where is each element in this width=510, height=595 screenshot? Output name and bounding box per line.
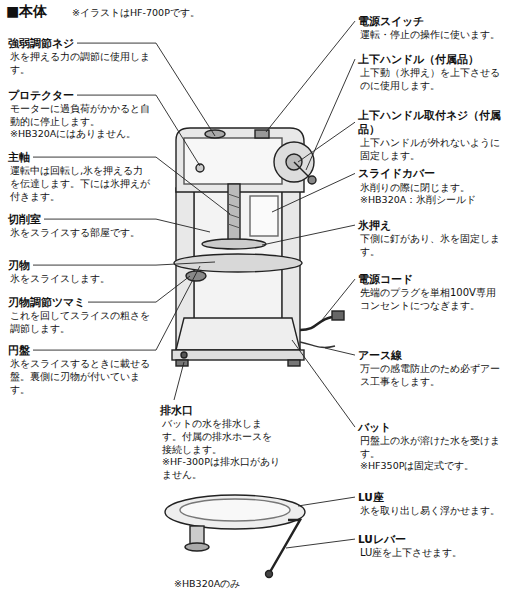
part-description: モーターに過負荷がかかると自動的に停止します。 [8, 102, 150, 128]
leader-line [322, 279, 355, 320]
part-name: 主軸 [8, 150, 30, 164]
callout: プロテクターモーターに過負荷がかかると自動的に停止します。※HB320Aにはあり… [8, 88, 150, 141]
callout: 上下ハンドル（付属品）上下動（氷押え）を上下させるのに使用します。 [358, 52, 504, 92]
part-description: 先端のプラグを単相100V専用コンセントにつなぎます。 [358, 286, 504, 312]
part-description: 氷をスライスする部屋です。 [8, 226, 150, 239]
part-name: 強弱調節ネジ [8, 36, 74, 50]
leader-line [266, 21, 355, 132]
callout: スライドカバー氷削りの際に閉じます。※HB320A：氷削シールド [358, 166, 504, 206]
model-note: ※HB320Aにはありません。 [8, 128, 150, 140]
model-note: ※HB320A：氷削シールド [358, 194, 504, 206]
leader-line [272, 173, 355, 212]
part-name: 刃物 [8, 258, 30, 272]
part-description: バットの水を排水します。付属の排水ホースを接続します。 [160, 417, 280, 456]
leader-line [325, 348, 355, 355]
part-description: 氷を押える力の調節に使用します。 [8, 50, 150, 76]
part-description: 下側に釘があり、氷を固定します。 [358, 232, 504, 258]
model-note: ※HF-300Pは排水口がありません。 [160, 456, 280, 481]
leader-line [174, 362, 184, 400]
callout: 電源コード先端のプラグを単相100V専用コンセントにつなぎます。 [358, 272, 504, 312]
callout: 円盤氷をスライスするときに載せる盤。裏側に刃物が付いています。 [8, 343, 150, 396]
model-note: ※イラストはHF-700Pです。 [70, 7, 230, 19]
leader-line [306, 59, 355, 170]
leader-line [286, 539, 355, 548]
callout: ※イラストはHF-700Pです。 [70, 7, 230, 19]
callout: アース線万一の感電防止のため必ずアース工事をします。 [358, 348, 504, 388]
part-name: 上下ハンドル取付ネジ（付属品） [358, 108, 504, 136]
model-note: ※HB320Aのみ [172, 578, 292, 590]
leader-line [292, 340, 355, 427]
part-name: 電源スイッチ [358, 14, 424, 28]
part-name: 排水口 [160, 403, 193, 417]
part-description: 万一の感電防止のため必ずアース工事をします。 [358, 362, 504, 388]
part-description: 上下ハンドルが外れないように固定します。 [358, 136, 504, 162]
model-note: ※HF350Pは固定式です。 [358, 460, 504, 472]
leader-line [298, 122, 355, 162]
callout: 上下ハンドル取付ネジ（付属品）上下ハンドルが外れないように固定します。 [358, 108, 504, 162]
part-name: 電源コード [358, 272, 413, 286]
part-name: 刃物調節ツマミ [8, 295, 85, 309]
leader-line [33, 262, 215, 265]
part-description: 運転中は回転し,氷を押える力を伝達します。下には氷押えが付きます。 [8, 164, 150, 203]
part-description: 円盤上の氷が溶けた水を受けます。 [358, 434, 504, 460]
callout: 主軸運転中は回転し,氷を押える力を伝達します。下には氷押えが付きます。 [8, 150, 150, 203]
section-title: ■本体 [6, 3, 47, 21]
callout: LUレバーLU座を上下させます。 [358, 532, 504, 559]
callout: ※HB320Aのみ [172, 578, 292, 590]
part-name: バット [358, 420, 391, 434]
part-description: 氷削りの際に閉じます。 [358, 181, 504, 194]
callout: 氷押え下側に釘があり、氷を固定します。 [358, 218, 504, 258]
part-name: 円盤 [8, 343, 30, 357]
part-name: LU座 [358, 490, 384, 504]
leader-line [262, 225, 355, 245]
part-description: 氷をスライスするときに載せる盤。裏側に刃物が付いています。 [8, 357, 150, 396]
part-name: 上下ハンドル（付属品） [358, 52, 479, 66]
part-description: 氷を取り出し易く浮かせます。 [358, 504, 504, 517]
callout: 切削室氷をスライスする部屋です。 [8, 212, 150, 239]
part-name: プロテクター [8, 88, 74, 102]
callout: 排水口バットの水を排水します。付属の排水ホースを接続します。※HF-300Pは排… [160, 403, 280, 481]
part-name: 氷押え [358, 218, 391, 232]
part-name: LUレバー [358, 532, 406, 546]
callout: 刃物氷をスライスします。 [8, 258, 150, 285]
part-name: アース線 [358, 348, 402, 362]
part-description: 上下動（氷押え）を上下させるのに使用します。 [358, 66, 504, 92]
callout: 強弱調節ネジ氷を押える力の調節に使用します。 [8, 36, 150, 76]
callout: 電源スイッチ運転・停止の操作に使います。 [358, 14, 504, 41]
part-description: LU座を上下させます。 [358, 546, 504, 559]
part-description: 氷をスライスします。 [8, 272, 150, 285]
part-name: スライドカバー [358, 166, 435, 180]
part-description: これを回してスライスの粗さを調節します。 [8, 309, 150, 335]
callout: 刃物調節ツマミこれを回してスライスの粗さを調節します。 [8, 295, 150, 335]
leader-line [298, 497, 355, 506]
part-description: 運転・停止の操作に使います。 [358, 28, 504, 41]
callout: LU座氷を取り出し易く浮かせます。 [358, 490, 504, 517]
callout: バット円盤上の氷が溶けた水を受けます。※HF350Pは固定式です。 [358, 420, 504, 473]
part-name: 切削室 [8, 212, 41, 226]
